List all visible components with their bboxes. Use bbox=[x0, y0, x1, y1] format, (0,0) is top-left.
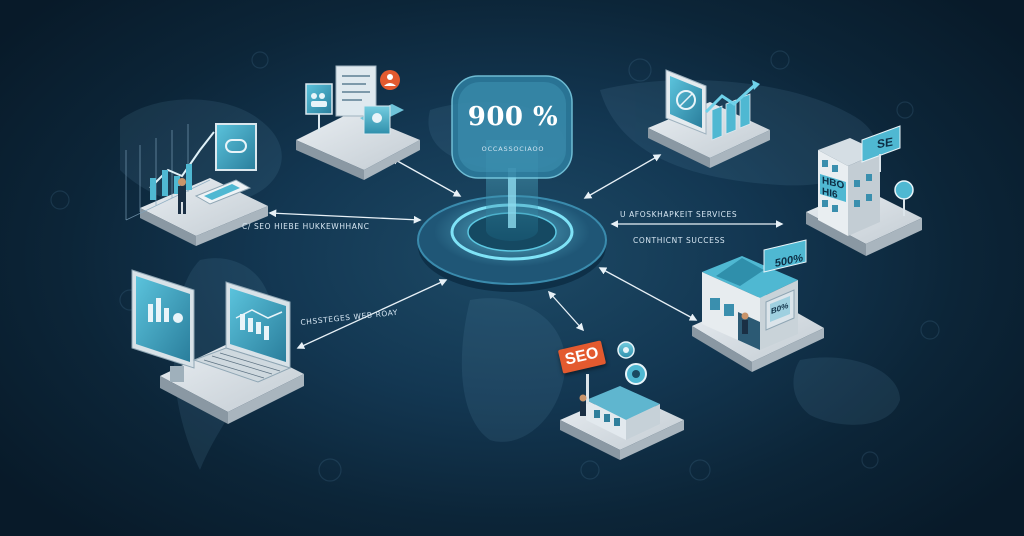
label-right-lower: CONTHICNT SUCCESS bbox=[633, 236, 726, 245]
connector-arrows bbox=[268, 154, 784, 349]
platform-analytics bbox=[125, 123, 268, 246]
arrow-top-right bbox=[583, 154, 662, 199]
platform-team-board bbox=[296, 65, 420, 180]
arrow-top-left bbox=[390, 157, 462, 197]
platform-office-building bbox=[806, 125, 922, 256]
label-left-upper: C/ SEO HIEBE HUKKEWHHANC bbox=[242, 222, 370, 231]
arrow-left-lower bbox=[296, 279, 448, 349]
hub-sublabel: OCCASSOCIAOO bbox=[481, 145, 545, 153]
hub-display-panel bbox=[451, 75, 573, 179]
person-figure bbox=[178, 186, 186, 202]
platform-growth-chart bbox=[648, 69, 770, 168]
arrow-right-lower bbox=[598, 267, 698, 321]
arrow-left-upper bbox=[268, 209, 422, 224]
platform-laptop bbox=[131, 269, 304, 424]
platform-seo-store bbox=[560, 341, 684, 460]
hub-percentage: 900 % bbox=[467, 102, 559, 132]
central-hub bbox=[417, 75, 607, 292]
platform-shop bbox=[692, 239, 824, 372]
arrow-bottom bbox=[547, 290, 585, 332]
label-right-upper: U AFOSKHAPKEIT SERVICES bbox=[620, 210, 738, 219]
